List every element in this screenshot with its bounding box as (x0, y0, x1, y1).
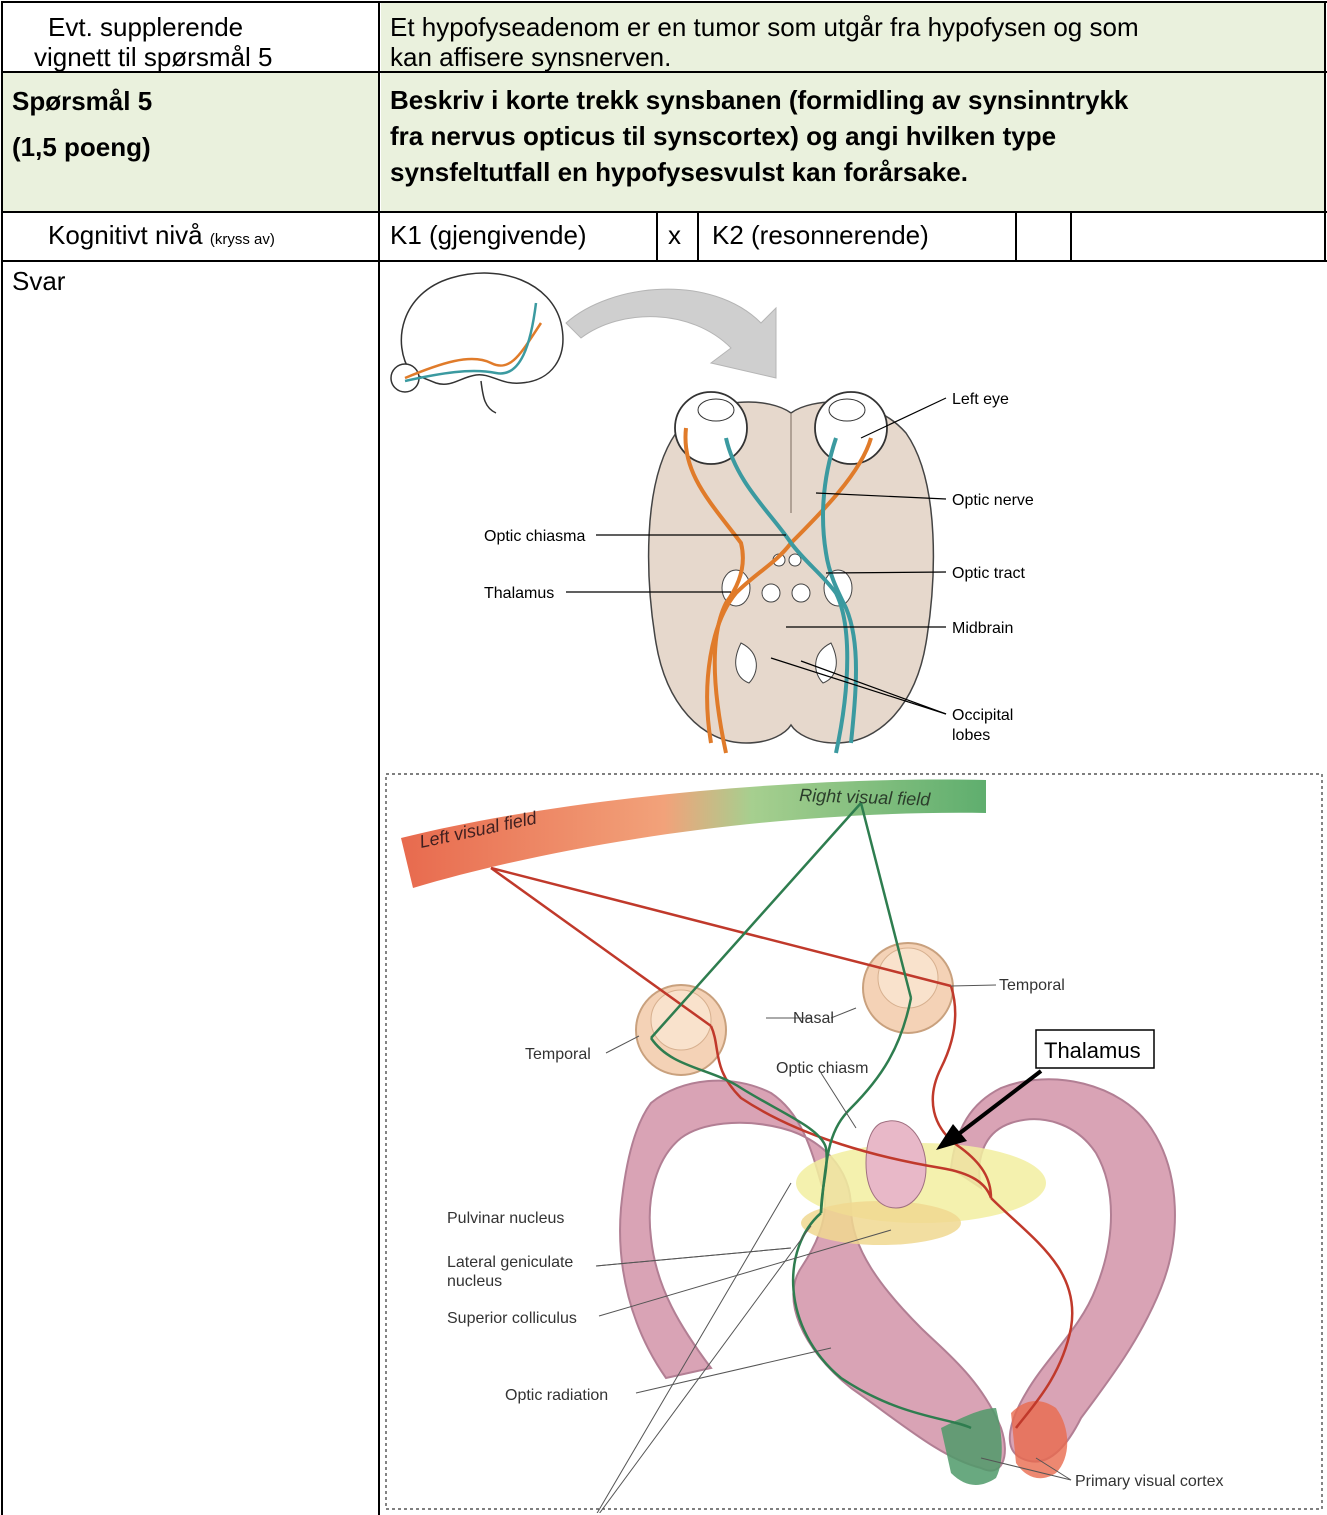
label-midbrain: Midbrain (952, 620, 1013, 637)
label-thalamus: Thalamus (484, 585, 554, 602)
column-divider (378, 1, 380, 1515)
cognitive-level-text: Kognitivt nivå (48, 220, 203, 250)
label-optic-chiasma: Optic chiasma (484, 528, 585, 545)
visual-pathway-diagram-top: Left eye Optic nerve Optic chiasma Optic… (381, 263, 1081, 763)
question-number: Spørsmål 5 (12, 80, 372, 122)
visual-pathway-diagram-bottom: Right visual field Left visual field (381, 768, 1325, 1513)
vignette-text-line1: Et hypofyseadenom er en tumor som utgår … (390, 12, 1324, 42)
label-nasal: Nasal (793, 1010, 834, 1027)
question-text-line3: synsfeltutfall en hypofysesvulst kan for… (390, 154, 1324, 190)
k1-label: K1 (gjengivende) (390, 220, 587, 250)
label-sup-colliculus: Superior colliculus (447, 1310, 577, 1327)
vignette-label-line1: Evt. supplerende (48, 12, 378, 42)
left-eyeball (815, 392, 887, 464)
k2-checkbox[interactable] (1020, 220, 1068, 256)
label-optic-tract: Optic tract (952, 565, 1025, 582)
label-thalamus-box: Thalamus (1044, 1038, 1141, 1063)
lgn-region (801, 1201, 961, 1245)
label-optic-nerve: Optic nerve (952, 492, 1034, 509)
label-lgn-1: Lateral geniculate (447, 1254, 573, 1271)
label-optic-chiasm: Optic chiasm (776, 1060, 868, 1077)
label-occipital-1: Occipital (952, 707, 1013, 724)
label-occipital-2: lobes (952, 727, 990, 744)
level-divider-2 (697, 211, 699, 261)
level-divider-4 (1070, 211, 1072, 261)
vignette-label: Evt. supplerende vignett til spørsmål 5 (48, 12, 378, 72)
label-pulvinar: Pulvinar nucleus (447, 1210, 564, 1227)
table-border-top (1, 1, 1327, 3)
question-text-line1: Beskriv i korte trekk synsbanen (formidl… (390, 82, 1324, 118)
level-divider-3 (1015, 211, 1017, 261)
label-primary-cortex: Primary visual cortex (1075, 1473, 1223, 1490)
row-divider-3 (1, 260, 1327, 262)
k2-label: K2 (resonnerende) (712, 220, 929, 250)
table-border-left (1, 1, 3, 1515)
k1-checkbox[interactable]: x (668, 220, 690, 250)
vignette-text-line2: kan affisere synsnerven. (390, 42, 1324, 72)
label-lgn-2: nucleus (447, 1273, 502, 1290)
level-divider-1 (656, 211, 658, 261)
vignette-label-line2: vignett til spørsmål 5 (34, 42, 378, 72)
row-divider-2 (1, 211, 1327, 213)
cognitive-level-hint: (kryss av) (210, 231, 275, 248)
question-points: (1,5 poeng) (12, 126, 372, 168)
question-text: Beskriv i korte trekk synsbanen (formidl… (390, 96, 1324, 190)
label-optic-radiation: Optic radiation (505, 1387, 608, 1404)
question-text-line2: fra nervus opticus til synscortex) og an… (390, 118, 1324, 154)
label-left-eye: Left eye (952, 391, 1009, 408)
question-label: Spørsmål 5 (1,5 poeng) (12, 98, 372, 168)
cognitive-level-label: Kognitivt nivå (kryss av) (48, 220, 275, 255)
red-pathway (491, 868, 1072, 1428)
answer-label: Svar (12, 266, 65, 296)
table-border-right (1324, 1, 1326, 261)
label-temporal-left: Temporal (525, 1046, 591, 1063)
label-temporal-right: Temporal (999, 977, 1065, 994)
vignette-text: Et hypofyseadenom er en tumor som utgår … (390, 12, 1324, 72)
sagittal-brain-icon (391, 273, 563, 413)
right-visual-cortex (1011, 1401, 1067, 1478)
transition-arrow (566, 289, 776, 378)
